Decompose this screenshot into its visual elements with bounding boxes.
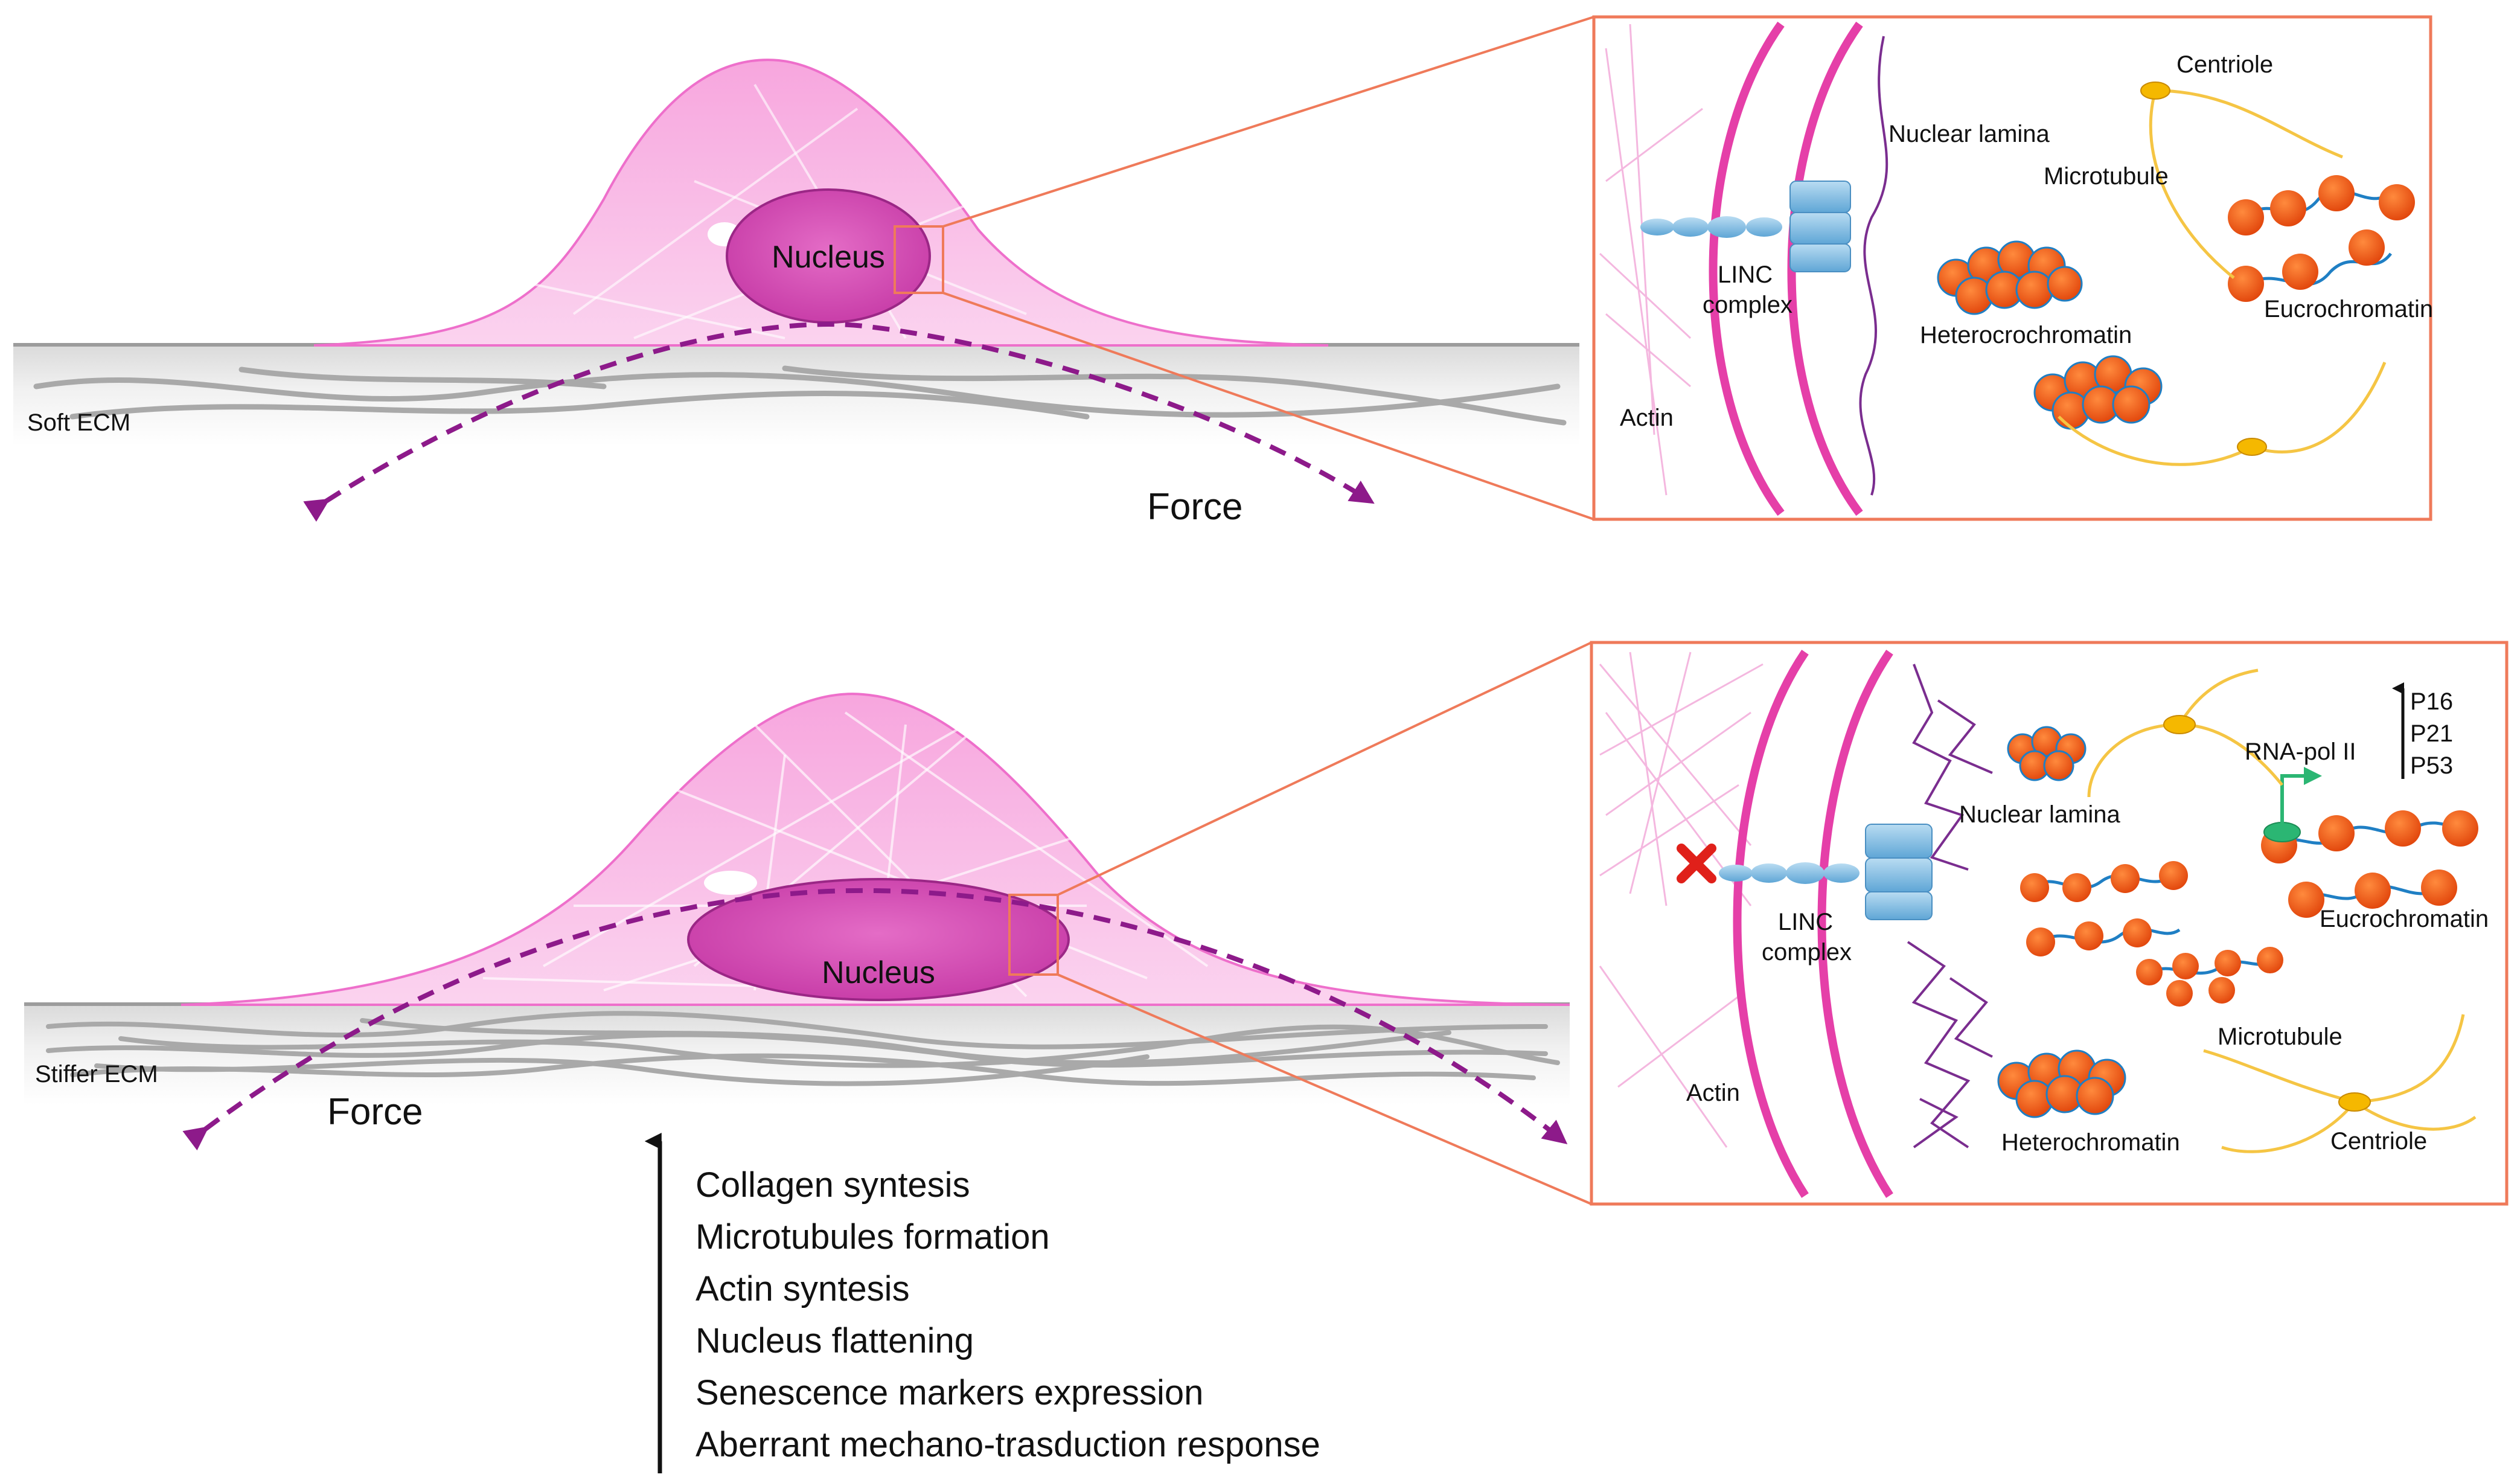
- bottom-centriole-2: [2338, 1092, 2371, 1112]
- bottom-golgi-shape: [704, 871, 757, 895]
- effect-item-1: Collagen syntesis: [696, 1165, 970, 1205]
- bottom-centriole-label: Centriole: [2330, 1128, 2427, 1155]
- bottom-linc-complex: [1719, 824, 1933, 920]
- soft-ecm-fibers: [33, 365, 1567, 426]
- bottom-cell-panel: Stiffer ECM Nucleus Force: [24, 641, 1592, 1205]
- broken-connection-x-icon: [1677, 844, 1716, 883]
- top-microtubules: [2058, 89, 2387, 466]
- effects-list: Collagen syntesis Microtubules formation…: [644, 1133, 1320, 1473]
- effect-item-3: Actin syntesis: [696, 1269, 910, 1308]
- bottom-nucleus: [687, 878, 1070, 1001]
- bottom-heterochromatin-cluster-2: [1997, 1049, 2126, 1118]
- bottom-cell-body: [181, 693, 1570, 1006]
- top-linc-label-1: LINC: [1718, 261, 1773, 288]
- bottom-force-arrow: [182, 888, 1568, 1151]
- rna-pol-ii-icon: [2263, 822, 2301, 842]
- top-actin-label: Actin: [1620, 405, 1674, 431]
- top-centriole-label: Centriole: [2176, 51, 2273, 78]
- top-nucleus-label: Nucleus: [772, 240, 885, 275]
- bottom-microtubule-label: Microtubule: [2218, 1023, 2343, 1050]
- top-centriole-1: [2140, 82, 2170, 100]
- bottom-nuclear-lamina-label: Nuclear lamina: [1959, 801, 2121, 828]
- bottom-inset: P16 P21 P53 RNA-pol II Nuclear lamina LI…: [1590, 641, 2509, 1206]
- top-force-label: Force: [1147, 486, 1242, 528]
- stiffer-ecm-label: Stiffer ECM: [35, 1061, 158, 1087]
- top-heterochromatin-label: Heterocrochromatin: [1920, 322, 2132, 348]
- effect-item-4: Nucleus flattening: [696, 1321, 974, 1360]
- top-heterochromatin-cluster-1: [1937, 240, 2083, 315]
- rna-pol-ii-label: RNA-pol II: [2245, 738, 2356, 765]
- bottom-force-label: Force: [327, 1091, 423, 1133]
- top-force-arrow: [303, 322, 1375, 522]
- top-linc-label-2: complex: [1703, 292, 1792, 318]
- bottom-centriole-1: [2163, 715, 2196, 734]
- top-cell-panel: Soft ECM Nucleus Force: [13, 16, 1594, 528]
- top-nuclear-lamina: [1859, 36, 1888, 496]
- top-linc-complex: [1640, 181, 1851, 272]
- top-nuclear-lamina-label: Nuclear lamina: [1888, 121, 2050, 147]
- bottom-heterochromatin-label: Heterochromatin: [2001, 1129, 2180, 1156]
- top-inset: Centriole Nuclear lamina Microtubule LIN…: [1592, 15, 2433, 521]
- bottom-zoom-box: [1008, 894, 1059, 976]
- top-centriole-2: [2237, 438, 2267, 456]
- top-eucrochromatin-label: Eucrochromatin: [2264, 296, 2433, 322]
- bottom-nucleus-label: Nucleus: [822, 955, 935, 990]
- bottom-nuclear-lamina: [1907, 664, 1993, 1148]
- top-euchromatin: [2228, 175, 2415, 302]
- effect-item-5: Senescence markers expression: [696, 1373, 1203, 1412]
- effect-item-6: Aberrant mechano-trasduction response: [696, 1425, 1320, 1464]
- bottom-heterochromatin-cluster-1: [2007, 726, 2087, 781]
- top-nuclear-envelope: [1709, 21, 1863, 516]
- transcription-arrow-icon: [2280, 767, 2322, 824]
- top-microtubule-label: Microtubule: [2044, 163, 2169, 190]
- bottom-eucrochromatin-label: Eucrochromatin: [2320, 906, 2489, 932]
- marker-p16: P16: [2410, 688, 2453, 715]
- bottom-linc-label-1: LINC: [1778, 909, 1833, 935]
- marker-p21: P21: [2410, 720, 2453, 747]
- effect-item-2: Microtubules formation: [696, 1217, 1050, 1257]
- top-zoom-box: [894, 225, 944, 294]
- soft-ecm-label: Soft ECM: [27, 409, 130, 436]
- bottom-linc-label-2: complex: [1762, 939, 1852, 966]
- bottom-actin-label: Actin: [1686, 1080, 1740, 1106]
- bottom-nuclear-envelope: [1733, 650, 1893, 1198]
- marker-p53: P53: [2410, 752, 2453, 779]
- bottom-euchromatin-decondensed: [2020, 861, 2283, 1007]
- top-heterochromatin-cluster-2: [2033, 355, 2163, 430]
